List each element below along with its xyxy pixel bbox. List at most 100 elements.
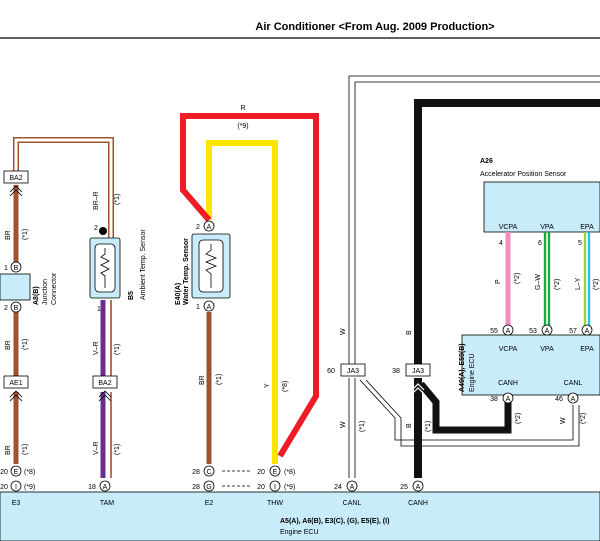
wire-label-n2-ly: (*2) [593,279,600,290]
e3-bot-letter: I [15,484,17,491]
canl-num: 24 [334,484,342,491]
pin-e40-top-num: 2 [196,224,200,231]
ecu-terminal-canh: CANH [408,500,428,507]
a49-vcpa-letter: A [506,328,511,335]
wire-canh-black [414,99,600,364]
connector-ja3-right [405,363,431,377]
thw-bot-note: (*9) [284,484,295,491]
connector-ba2-left [3,170,29,184]
a26-epa-num: 5 [578,240,582,247]
e2-top-num: 28 [192,469,200,476]
wire-label-n2-gw: (*2) [554,279,561,290]
connector-ja3-right-label: JA3 [412,368,424,375]
wire-label-y: Y [264,383,271,388]
wire-e3-br [13,137,114,464]
arrow-ba2-mid [98,390,112,402]
pin-e40-bot-letter: A [207,304,212,311]
canh-letter: A [416,484,421,491]
wire-label-n1-e: (*1) [114,344,121,355]
wire-label-n1-a: (*1) [22,229,29,240]
b5-code: B5 [128,291,135,300]
pin-a8-top-num: 1 [4,265,8,272]
thw-top-num: 20 [257,469,265,476]
a49-canh-letter: A [506,396,511,403]
connector-ba2-mid-label: BA2 [98,380,111,387]
a8-name-1: Junction [42,279,49,305]
wire-label-w-1: W [340,328,347,335]
wire-label-n1-c: (*1) [22,444,29,455]
wire-label-gw: G–W [535,274,542,290]
a49-name: Engine ECU [469,353,476,392]
pin-e40-bot [203,300,215,312]
wire-label-br-1: BR [5,230,12,240]
pin-e40-top-letter: A [207,224,212,231]
accelerator-sensor-block [483,181,600,233]
a49-vcpa-num: 55 [490,328,498,335]
ecu-terminal-canl: CANL [343,500,362,507]
wire-label-p: P [495,279,502,284]
pin-b5-top [99,227,107,235]
a26-terminal-vpa: VPA [540,224,554,231]
wire-label-n1-e40: (*1) [216,374,223,385]
thw-bot-num: 20 [257,484,265,491]
connector-ba2-mid [92,375,118,389]
e3-bot-num: 20 [0,484,8,491]
wire-canh-branch [418,381,512,434]
wire-label-n1-g: (*1) [359,421,366,432]
e3-bot-note: (*9) [24,484,35,491]
connector-ja3-left [340,363,366,377]
a8-name-2: Connector [51,272,58,305]
wire-label-b-1: B [406,330,413,335]
e2-bot-num: 28 [192,484,200,491]
a49-pins [502,324,593,404]
wire-tam [100,300,112,478]
page-title: Air Conditioner <From Aug. 2009 Producti… [255,21,494,33]
e3-top-num: 20 [0,469,8,476]
a26-code: A26 [480,158,493,165]
a49-terminal-vcpa: VCPA [499,346,518,353]
a49-terminal-canl: CANL [564,380,583,387]
e40-name: Water Temp. Sensor [183,238,190,305]
pin-b5-top-num: 2 [94,225,98,232]
e40-code: E40(A) [175,283,182,305]
ja3-left-num: 60 [327,368,335,375]
a26-name: Accelerator Position Sensor [480,171,567,178]
connector-ba2-left-label: BA2 [9,175,22,182]
ecu-terminal-e2: E2 [205,500,214,507]
e3-top-letter: E [14,469,19,476]
ecu-connector-codes: A5(A), A6(B), E3(C), (G), E5(E), (I) [280,518,389,525]
a26-terminal-vcpa: VCPA [499,224,518,231]
wire-label-v-r-2: V–R [93,441,100,455]
a49-epa-letter: A [585,328,590,335]
a49-canl-letter: A [571,396,576,403]
wire-label-w-2: W [340,421,347,428]
a49-terminal-canh: CANH [498,380,518,387]
wire-label-n2-b: (*2) [580,413,587,424]
wire-red [180,113,319,458]
wire-label-w-canl: W [560,417,567,424]
pin-a8-bot-letter: B [14,305,19,312]
ecu-terminal-thw: THW [267,500,283,507]
pin-e40-top [203,220,215,232]
wire-label-n1-h: (*1) [425,421,432,432]
canl-letter: A [350,484,355,491]
wire-label-r: R [240,105,245,112]
wire-can-shield [348,75,600,478]
thw-top-note: (*8) [284,469,295,476]
wire-label-br-e40: BR [199,375,206,385]
wire-label-br-3: BR [5,445,12,455]
wire-label-n1-d: (*1) [114,194,121,205]
tam-num: 18 [88,484,96,491]
arrow-ba2-left [9,185,23,197]
ecu-terminal-e3: E3 [12,500,21,507]
e3-top-note: (*8) [24,469,35,476]
connector-ae1 [3,375,29,389]
pin-e40-bot-num: 1 [196,304,200,311]
wire-label-v-r-1: V–R [93,341,100,355]
engine-ecu-a49-block [461,334,600,396]
pin-a8-top-letter: B [14,265,19,272]
water-thermistor-icon [204,244,218,288]
wire-label-n2-a: (*2) [515,413,522,424]
a49-terminal-vpa: VPA [540,346,554,353]
